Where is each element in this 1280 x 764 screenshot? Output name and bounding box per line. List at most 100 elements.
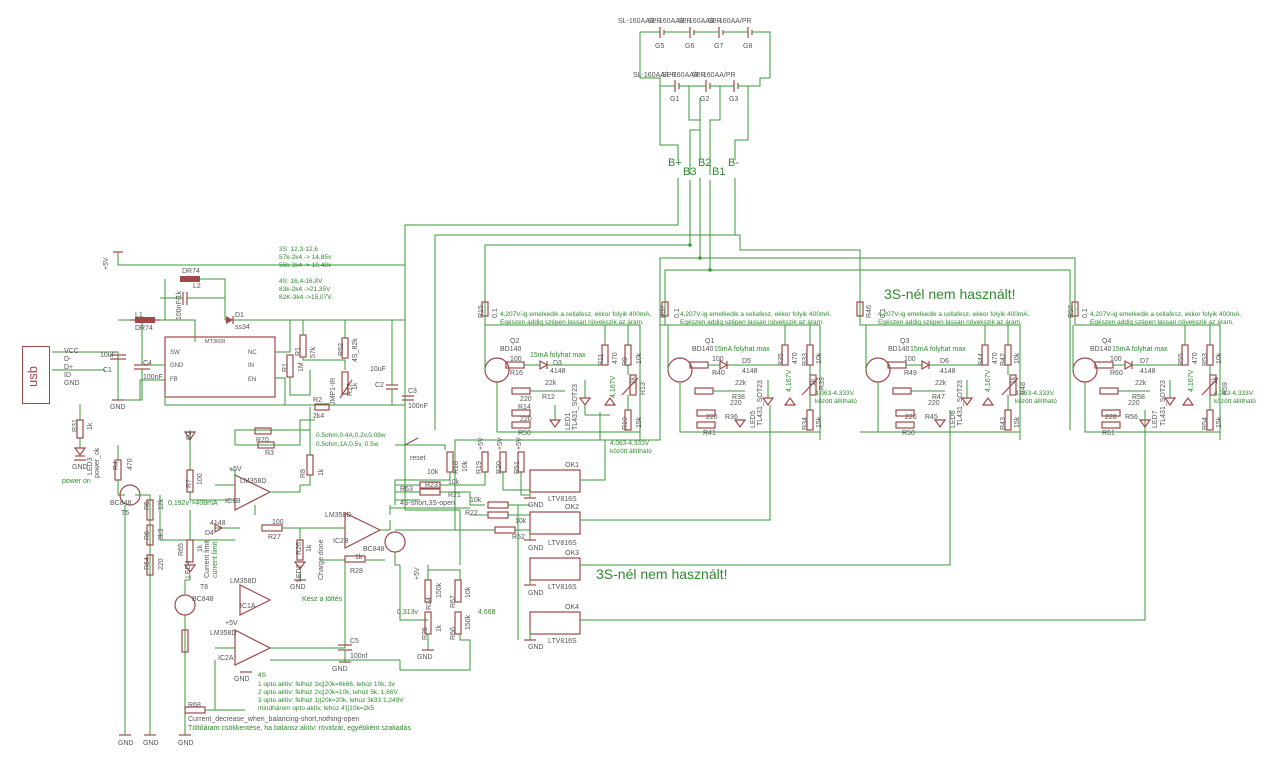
shunt-note-1: 0.5ohm,0.4A,0.2v,0.08w <box>316 432 386 439</box>
r20-ref: R20 <box>496 461 503 474</box>
b1-rtop-ref: R15 <box>478 305 485 318</box>
gnd-label-1: GND <box>110 404 126 411</box>
b4-d-part: 4148 <box>1140 368 1156 375</box>
r28-val: 1k <box>355 554 363 561</box>
r52b-ref: R52 <box>512 534 525 541</box>
gnd-label-9: GND <box>528 644 544 651</box>
battery-pack <box>639 27 771 175</box>
r27-val: 100 <box>272 519 284 526</box>
usb-pin-gnd: GND <box>64 380 80 387</box>
b2-r41-val: 220 <box>706 414 718 421</box>
b3-r43-ref: R43 <box>1000 417 1007 430</box>
r64-ref: R64 <box>144 557 151 570</box>
b4-r61-ref: R61 <box>1102 430 1115 437</box>
cell-g3: G3 <box>729 96 739 103</box>
opto-note-2: 2 opto aktív: felhúz 2x||20k=10k, lehúz … <box>258 689 398 696</box>
r4-ref: R4 <box>113 461 120 470</box>
ic2a-part: LM358D <box>210 630 237 637</box>
l1-ref: L1 <box>135 312 143 319</box>
vcc-label: +5V <box>103 257 110 270</box>
d4-ref: D4 <box>205 530 214 537</box>
t6-ref: T6 <box>200 584 209 591</box>
done-note: Kész a töltés <box>302 596 343 603</box>
b4-r54-ref: R54 <box>1202 417 1209 430</box>
ic1a-part: LM358D <box>230 578 257 585</box>
note-4s-1: 4S: 16,4-16,8V <box>279 278 323 285</box>
note-3s-1: 3S: 12,3-12,6 <box>279 246 319 253</box>
r5-ref: R5 <box>144 501 151 510</box>
b4-rtop-ref: R57 <box>1068 305 1075 318</box>
terminal-b1: B1 <box>712 166 726 178</box>
b2-rbase-val: 100 <box>712 356 724 363</box>
b2-rtop-ref: R37 <box>660 305 667 318</box>
b2-r41-ref: R41 <box>703 430 716 437</box>
note-3s-2: 57k-2k4 -> 14,85v <box>279 254 332 261</box>
b1-rtop-val: 0,1 <box>492 308 499 318</box>
b1-note-1: 4,207V-ig emelkedik a cellafesz, ekkor f… <box>500 311 652 318</box>
vcc-divider: +5V <box>414 567 421 580</box>
b1-led: LED1 <box>565 412 572 430</box>
ic1b-part: LM358D <box>240 478 267 485</box>
mt3608-label: MT3608 <box>205 339 226 345</box>
gnd-label-6: GND <box>234 676 250 683</box>
b2-rtop-val: 0,1 <box>674 308 681 318</box>
usb-pin-dminus: D- <box>64 356 72 363</box>
r68-note-hu: Töltőáram csökkentése, ha balansz aktív:… <box>188 725 411 732</box>
r21-val: 10k <box>448 479 460 486</box>
b4-adj-2: között állítható <box>1214 398 1256 405</box>
unused-3s-note-2: 3S-nél nem használt! <box>884 286 1016 302</box>
b2-r35-ref: R35 <box>778 353 785 366</box>
vcc-r51: +5V <box>516 437 523 450</box>
power-on-note: power on <box>62 478 91 485</box>
r67-ref: R67 <box>450 595 457 608</box>
b4-t-part: BD140 <box>1090 346 1112 353</box>
r24-val: 150k <box>436 582 443 598</box>
r23-val: 10k <box>427 469 439 476</box>
r1-ref: R1 <box>282 363 289 372</box>
ic2b-transistor: BC848 <box>363 546 385 553</box>
b2-r38-ref: R38 <box>732 394 745 401</box>
b2-rbase-ref: R40 <box>712 370 725 377</box>
usb-label: usb <box>25 366 40 387</box>
b4-led: LED7 <box>1152 410 1159 428</box>
r1-val: 1M <box>298 362 305 372</box>
ok4-ref: OK4 <box>565 604 580 611</box>
b2-r38-val: 22k <box>735 380 747 387</box>
balancer-wiring-4 <box>1071 300 1221 440</box>
b3-r42-val: 10k <box>1014 352 1021 364</box>
b1-r9-ref: R9 <box>622 357 629 366</box>
bottom-row-part-3: SL-160AA/PR <box>692 72 736 79</box>
r68-note: Current_decrease_when_balancing-short,no… <box>188 716 360 723</box>
b4-rtop-val: 0,1 <box>1082 308 1089 318</box>
r22-ref: R22 <box>465 510 478 517</box>
c1-val: 10uF <box>100 352 116 359</box>
b3-r43-val: 15k <box>1014 416 1021 428</box>
r63-note: 4S-short,3S-open <box>400 500 455 507</box>
b1-adj-2: között állítható <box>610 448 652 455</box>
ic1a-ref: IC1A <box>240 603 256 610</box>
b3-r44-ref: R44 <box>978 353 985 366</box>
opto-note-1: 1 opto aktív: felhúz 3x||20k=6k66, lehúz… <box>258 681 395 688</box>
r1-alt-ref: R1 <box>295 347 302 356</box>
b4-r56-val: 220 <box>1128 400 1140 407</box>
r68-ref: R68 <box>188 702 201 709</box>
b1-flow: 15mA folyhat max <box>530 352 586 359</box>
cell-g1: G1 <box>670 96 680 103</box>
r52-val: 4S_82k <box>352 338 359 362</box>
r31-ref: R31 <box>72 419 79 432</box>
ok3-ref: OK3 <box>565 550 580 557</box>
terminal-bminus: B- <box>728 157 739 169</box>
ok2-part: LTV816S <box>548 540 577 547</box>
opto-note-0: 4S <box>258 672 266 679</box>
b3-d-part: 4148 <box>940 368 956 375</box>
note-4s-3: 82K-3k4 ->15,07V <box>279 294 332 301</box>
b1-r11-ref: R11 <box>598 353 605 366</box>
b2-tl: TL431_SOT23 <box>757 380 764 426</box>
pin-sw: SW <box>170 350 180 356</box>
b1-rbase-val: 100 <box>510 356 522 363</box>
ic2a-ref: IC2A <box>218 655 234 662</box>
c4-ref: C4 <box>143 360 152 367</box>
r22-val: 10k <box>470 497 482 504</box>
b3-t-ref: Q3 <box>900 338 910 345</box>
